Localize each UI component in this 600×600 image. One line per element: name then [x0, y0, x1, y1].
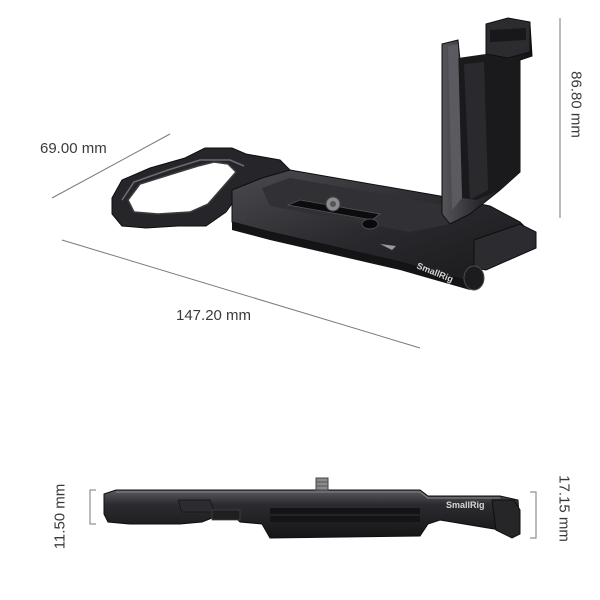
- l-bracket-side-view: SmallRig: [103, 477, 521, 539]
- dimension-lines-top: [51, 18, 561, 349]
- side-top-highlight: [116, 491, 500, 499]
- logo-side: SmallRig: [446, 500, 485, 510]
- dimension-label-side-right: 17.15 mm: [555, 475, 573, 542]
- grip-inner-cutout: [127, 161, 238, 215]
- arrow-marker: [380, 244, 396, 250]
- dimension-lines-side: [89, 489, 537, 539]
- dim-bracket-11: [89, 489, 96, 525]
- side-screw: [315, 477, 329, 491]
- dimension-label-length: 147.20 mm: [176, 307, 252, 324]
- hinge-knob-end: [463, 265, 485, 291]
- dimension-label-side-left: 11.50 mm: [51, 483, 69, 550]
- base-front-edge: [232, 222, 470, 290]
- base-plate-top-face: [262, 178, 470, 232]
- grip-rim-highlight: [121, 159, 245, 201]
- dim-line-69: [51, 133, 171, 199]
- dimension-label-height: 86.80 mm: [567, 71, 585, 138]
- side-hinge: [491, 499, 521, 539]
- l-bracket-iso-view: SmallRig: [111, 17, 537, 291]
- dim-bracket-17: [530, 491, 537, 539]
- vertical-plate-inner: [464, 62, 488, 200]
- threaded-hole: [361, 218, 379, 230]
- dim-line-147: [61, 239, 421, 349]
- dimension-label-width: 69.00 mm: [40, 140, 107, 157]
- vertical-plate-edge: [448, 44, 462, 210]
